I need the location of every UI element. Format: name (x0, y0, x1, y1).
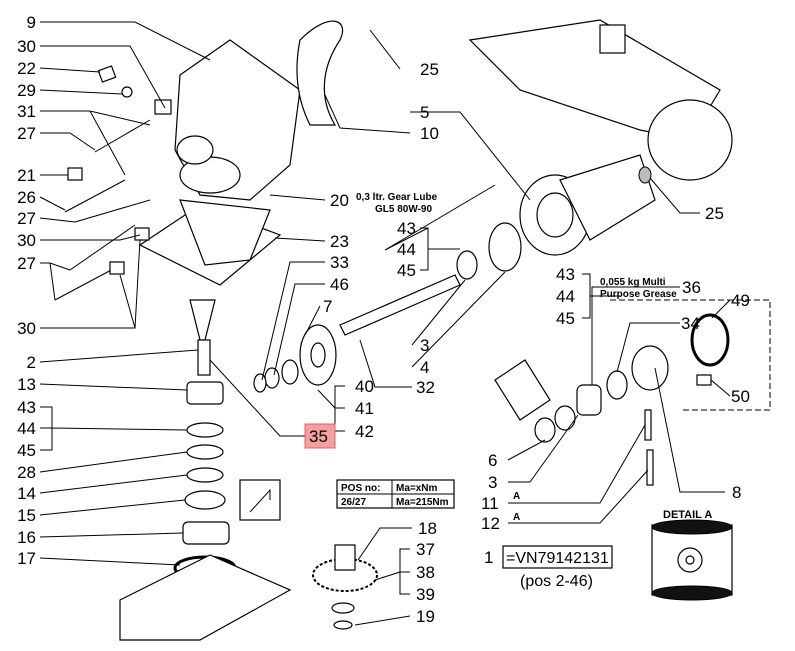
label-21: 21 (17, 166, 36, 185)
label-50: 50 (731, 387, 750, 406)
label-45: 45 (17, 441, 36, 460)
label-22: 22 (17, 59, 36, 78)
label-27: 27 (17, 254, 36, 273)
label-33: 33 (330, 253, 349, 272)
torque-table: POS no: Ma=xNm 26/27 Ma=215Nm (336, 479, 455, 509)
label-3: 3 (488, 473, 497, 492)
label-32: 32 (416, 378, 435, 397)
label-13: 13 (17, 375, 36, 394)
assembly-number: 1 =VN79142131 (pos 2-46) (484, 545, 613, 590)
label-36: 36 (682, 278, 701, 297)
label-41: 41 (355, 399, 374, 418)
label-44: 44 (397, 240, 416, 259)
label-49: 49 (731, 291, 750, 310)
label-39: 39 (416, 585, 435, 604)
grease-note: 0,055 kg Multi (600, 277, 666, 288)
label-27: 27 (17, 209, 36, 228)
label-27: 27 (17, 124, 36, 143)
label-31: 31 (17, 102, 36, 121)
label-43: 43 (17, 398, 36, 417)
gear-lube-note: 0,3 ltr. Gear Lube (356, 192, 438, 203)
assembly-range: (pos 2-46) (520, 573, 593, 590)
label-20: 20 (330, 191, 349, 210)
highlight-box-35 (304, 423, 336, 449)
gearbox-housing (138, 39, 301, 286)
leader-lines (39, 21, 731, 626)
label-16: 16 (17, 528, 36, 547)
bolts-left (54, 65, 172, 301)
label-43: 43 (397, 219, 416, 238)
label-42: 42 (355, 422, 374, 441)
label-30: 30 (17, 231, 36, 250)
label-3: 3 (420, 336, 429, 355)
guard-plate (296, 20, 344, 126)
label-30: 30 (17, 319, 36, 338)
label-45: 45 (556, 309, 575, 328)
label-46: 46 (330, 275, 349, 294)
table-header-pos: POS no: (341, 483, 380, 494)
label-43: 43 (556, 265, 575, 284)
label-23: 23 (330, 232, 349, 251)
table-cell-torque: Ma=215Nm (396, 497, 449, 508)
label-30: 30 (17, 37, 36, 56)
label-5: 5 (420, 103, 429, 122)
pinion-and-shaft-stack (119, 299, 292, 641)
crown-gear-assembly (253, 324, 337, 393)
label-25: 25 (705, 204, 724, 223)
label-10: 10 (420, 124, 439, 143)
detail-a-view (651, 519, 733, 601)
table-cell-pos: 26/27 (341, 497, 366, 508)
assembly-pos: 1 (484, 548, 493, 567)
label-45: 45 (397, 261, 416, 280)
table-header-torque: Ma=xNm (396, 483, 438, 494)
label-38: 38 (416, 563, 435, 582)
label-26: 26 (17, 188, 36, 207)
left-labels: 9 30 22 29 31 27 21 26 27 30 27 30 2 13 … (17, 13, 36, 568)
label-29: 29 (17, 81, 36, 100)
gearbox-tube (468, 19, 733, 181)
label-detail-a: A (513, 491, 520, 502)
assembly-part-number: =VN79142131 (506, 550, 609, 567)
label-8: 8 (732, 483, 741, 502)
label-9: 9 (27, 13, 36, 32)
output-shaft (339, 222, 522, 336)
small-gear-stack (312, 544, 378, 630)
label-15: 15 (17, 506, 36, 525)
gear-lube-spec: GL5 80W-90 (375, 204, 432, 215)
label-37: 37 (416, 540, 435, 559)
label-11: 11 (481, 494, 499, 513)
detail-a-parts (494, 299, 771, 486)
label-6: 6 (488, 451, 497, 470)
label-19: 19 (416, 607, 435, 626)
bearing-housing (519, 154, 656, 256)
label-4: 4 (420, 358, 429, 377)
center-labels: 25 10 5 20 23 33 46 7 43 44 45 3 4 32 40… (309, 60, 439, 626)
label-35: 35 (309, 427, 328, 446)
label-18: 18 (418, 519, 437, 538)
label-14: 14 (17, 484, 36, 503)
label-12: 12 (481, 514, 500, 533)
label-40: 40 (355, 377, 374, 396)
label-28: 28 (17, 463, 36, 482)
grease-icon-box (239, 479, 281, 521)
label-44: 44 (17, 419, 36, 438)
label-7: 7 (323, 297, 332, 316)
label-34: 34 (681, 314, 700, 333)
label-17: 17 (17, 549, 36, 568)
right-labels: 25 43 44 45 36 49 34 50 6 3 11 12 8 A A (481, 204, 750, 533)
label-2: 2 (27, 353, 36, 372)
label-25: 25 (420, 60, 439, 79)
label-detail-a: A (513, 512, 520, 523)
detail-a-title: DETAIL A (663, 509, 712, 521)
label-44: 44 (556, 287, 575, 306)
grease-note-2: Purpose Grease (600, 289, 677, 300)
